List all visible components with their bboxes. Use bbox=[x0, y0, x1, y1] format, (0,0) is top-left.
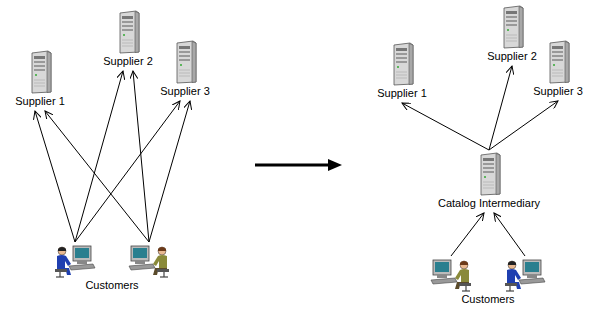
arrow-line bbox=[35, 111, 75, 242]
arrow-line bbox=[451, 213, 484, 256]
icon-group bbox=[500, 5, 524, 49]
server-icon bbox=[28, 50, 52, 94]
arrow-line bbox=[133, 71, 149, 242]
icon-group bbox=[390, 42, 414, 86]
arrow-line bbox=[149, 101, 190, 242]
customer-node: Customers bbox=[429, 258, 547, 306]
flow-arrow bbox=[489, 101, 558, 150]
customer-icon bbox=[53, 244, 97, 278]
icon-group bbox=[53, 244, 171, 278]
flow-arrow bbox=[451, 213, 525, 256]
arrow-line bbox=[75, 71, 123, 242]
arrow-line bbox=[489, 66, 512, 150]
server-icon bbox=[500, 5, 524, 49]
node-label: Supplier 2 bbox=[487, 49, 537, 63]
icon-group bbox=[28, 50, 52, 94]
icon-group bbox=[429, 258, 547, 292]
node-label: Supplier 3 bbox=[533, 84, 583, 98]
flow-arrow bbox=[75, 101, 190, 242]
icon-group bbox=[546, 40, 570, 84]
icon-group bbox=[173, 40, 197, 84]
server-node: Catalog Intermediary bbox=[438, 152, 540, 210]
server-node: Supplier 2 bbox=[103, 10, 153, 68]
server-icon bbox=[390, 42, 414, 86]
node-label: Supplier 3 bbox=[160, 84, 210, 98]
node-label: Supplier 1 bbox=[15, 94, 65, 108]
customer-icon bbox=[127, 244, 171, 278]
customer-icon bbox=[429, 258, 473, 292]
arrow-line bbox=[489, 101, 558, 150]
flow-arrow bbox=[35, 111, 149, 242]
arrow-line bbox=[45, 111, 149, 242]
server-node: Supplier 1 bbox=[15, 50, 65, 108]
server-icon bbox=[116, 10, 140, 54]
flow-arrow bbox=[489, 66, 512, 150]
icon-group bbox=[477, 152, 501, 196]
customer-node: Customers bbox=[53, 244, 171, 292]
server-node: Supplier 2 bbox=[487, 5, 537, 63]
node-label: Catalog Intermediary bbox=[438, 196, 540, 210]
arrow-line bbox=[75, 101, 180, 242]
flow-arrow bbox=[402, 103, 489, 150]
arrow-line bbox=[402, 103, 489, 150]
arrow-line bbox=[494, 213, 525, 256]
node-label: Supplier 2 bbox=[103, 54, 153, 68]
node-label: Customers bbox=[85, 278, 138, 292]
server-icon bbox=[546, 40, 570, 84]
node-label: Customers bbox=[461, 292, 514, 306]
transition-arrow bbox=[255, 164, 330, 167]
server-node: Supplier 3 bbox=[160, 40, 210, 98]
node-label: Supplier 1 bbox=[377, 86, 427, 100]
flow-arrow bbox=[75, 71, 149, 242]
server-icon bbox=[477, 152, 501, 196]
server-icon bbox=[173, 40, 197, 84]
icon-group bbox=[116, 10, 140, 54]
server-node: Supplier 3 bbox=[533, 40, 583, 98]
server-node: Supplier 1 bbox=[377, 42, 427, 100]
customer-icon bbox=[503, 258, 547, 292]
